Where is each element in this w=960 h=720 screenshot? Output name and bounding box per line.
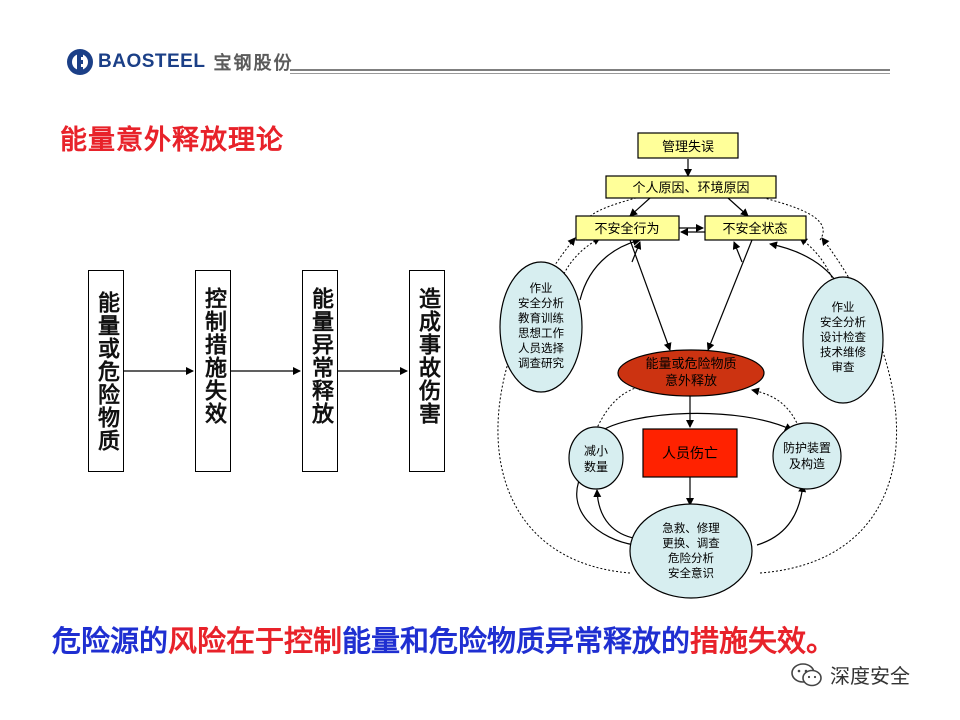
company-logo: BAOSTEEL 宝钢股份 xyxy=(66,48,293,76)
curve-reduce-bottom xyxy=(576,469,636,546)
oval-left-line-2: 安全分析 xyxy=(518,296,564,310)
oval-left-line-6: 调查研究 xyxy=(518,356,564,370)
watermark-text: 深度安全 xyxy=(830,664,910,688)
dotted-reduce-to-release xyxy=(595,382,646,431)
box-unsafe-act xyxy=(575,215,680,241)
box-unsafe-state xyxy=(704,215,807,241)
box-personal-env-cause xyxy=(605,175,777,199)
box-unsafe-state-label: 不安全状态 xyxy=(722,221,787,237)
conclusion-sentence: 危险源的风险在于控制能量和危险物质异常释放的措施失效。 xyxy=(52,618,835,660)
oval-energy-release-line-2: 意外释放 xyxy=(665,373,717,389)
oval-bottom-line-1: 急救、修理 xyxy=(662,521,720,535)
oval-energy-release-line-1: 能量或危险物质 xyxy=(645,357,736,372)
watermark: 深度安全 xyxy=(790,660,910,689)
box-casualties xyxy=(642,428,738,478)
oval-right-measures xyxy=(802,276,884,404)
slide-title: 能量意外释放理论 xyxy=(60,125,284,156)
arrow-cause-to-state xyxy=(727,197,749,217)
oval-left-line-3: 教育训练 xyxy=(518,311,564,325)
conclusion-part-3: 能量和危险物质异常释放的 xyxy=(342,624,691,658)
box-management-error xyxy=(637,132,739,159)
oval-right-line-2: 安全分析 xyxy=(820,315,866,329)
curve-bottom-to-protect xyxy=(756,484,807,546)
dotted-loop-right-outer xyxy=(759,237,898,574)
oval-left-line-5: 人员选择 xyxy=(518,341,564,355)
arrow-small-up xyxy=(631,241,642,263)
header-divider-thin xyxy=(290,73,890,74)
box-casualties-label: 人员伤亡 xyxy=(662,446,718,462)
curve-reduce-to-protect xyxy=(597,412,793,434)
header-divider xyxy=(290,69,890,71)
chain-box-control-failure: 控制措施失效 xyxy=(195,270,231,472)
circle-protect-line-1: 防护装置 xyxy=(783,440,831,455)
oval-left-line-1: 作业 xyxy=(530,281,553,295)
conclusion-part-1: 危险源的 xyxy=(52,624,169,658)
logo-chinese-text: 宝钢股份 xyxy=(213,53,294,74)
circle-reduce-quantity xyxy=(568,426,624,490)
chain-box-accident-injury: 造成事故伤害 xyxy=(409,270,445,472)
oval-right-line-1: 作业 xyxy=(832,300,855,314)
oval-left-line-4: 思想工作 xyxy=(518,326,564,340)
oval-right-line-3: 设计检查 xyxy=(820,330,866,344)
arrow-cause-to-act xyxy=(629,197,651,217)
arrow-small-up-right xyxy=(732,241,743,263)
box-personal-env-cause-label: 个人原因、环境原因 xyxy=(632,181,749,196)
oval-right-line-5: 审查 xyxy=(832,360,855,374)
baosteel-logo-icon xyxy=(67,49,93,75)
dotted-protect-to-release xyxy=(751,387,801,431)
logo-english-text: BAOSTEEL xyxy=(98,51,206,72)
oval-bottom-line-3: 危险分析 xyxy=(668,551,714,565)
oval-right-line-4: 技术维修 xyxy=(820,345,866,359)
oval-bottom-line-4: 安全意识 xyxy=(668,566,714,580)
chain-box-energy-source: 能量或危险物质 xyxy=(88,270,124,472)
arrow-act-to-release xyxy=(629,239,672,351)
box-management-error-label: 管理失误 xyxy=(662,140,714,155)
oval-left-measures xyxy=(499,261,583,393)
oval-energy-release xyxy=(617,349,765,397)
oval-emergency-response xyxy=(629,503,753,599)
conclusion-part-4: 措施失效。 xyxy=(690,624,836,658)
box-unsafe-act-label: 不安全行为 xyxy=(594,221,659,237)
circle-reduce-line-1: 减小 xyxy=(584,444,608,458)
chain-box-abnormal-release: 能量异常释放 xyxy=(302,270,338,472)
dotted-loop-left-outer xyxy=(497,237,631,574)
conclusion-part-2: 风险在于控制 xyxy=(168,624,343,658)
circle-reduce-line-2: 数量 xyxy=(584,459,608,474)
wechat-icon xyxy=(791,662,822,686)
circle-protect-line-2: 及构造 xyxy=(789,456,825,471)
curve-left-oval-to-act xyxy=(579,237,641,301)
circle-protection-device xyxy=(772,422,842,490)
arrow-state-to-release xyxy=(706,239,753,351)
oval-bottom-line-2: 更换、调查 xyxy=(662,536,720,550)
